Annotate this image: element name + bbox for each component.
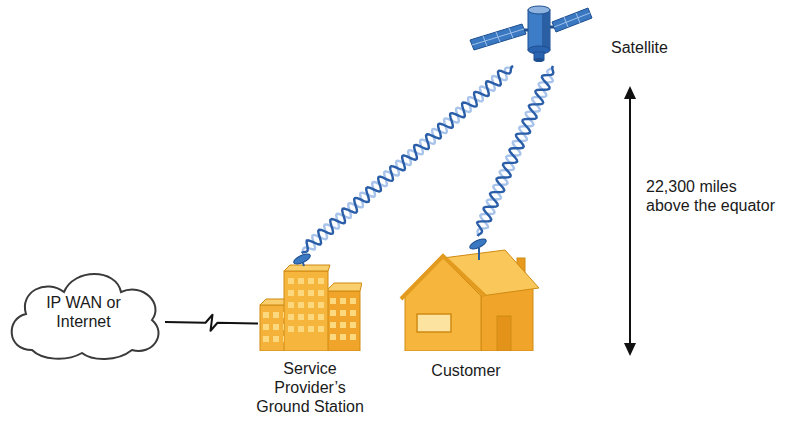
satellite-icon-drawing	[470, 6, 592, 62]
satellite-icon-shape	[468, 2, 593, 66]
connector-stroke	[302, 66, 513, 253]
connector-stroke	[302, 66, 513, 253]
connector-stroke	[477, 66, 553, 236]
distance-label: 22,300 miles above the equator	[646, 177, 782, 215]
ground-station-building-drawing	[260, 252, 362, 351]
radio-link	[477, 66, 553, 236]
radio-link	[302, 66, 513, 253]
node-label: Service Provider’s Ground Station	[253, 359, 367, 417]
distance-arrow	[624, 86, 636, 356]
customer-house-shape	[393, 236, 539, 351]
serial-link	[165, 315, 258, 331]
connector-stroke	[477, 66, 553, 236]
customer-house-drawing	[401, 237, 539, 351]
ground-station-building: Service Provider’s Ground Station	[258, 253, 362, 351]
node-label: Satellite	[611, 38, 668, 57]
node-label: IP WAN or Internet	[38, 293, 130, 331]
node-label: Customer	[431, 361, 500, 380]
connector-stroke	[165, 315, 258, 331]
network-cloud-shape	[2, 262, 165, 362]
ground-station-building-shape	[258, 253, 362, 351]
customer-house: Customer	[393, 236, 539, 351]
network-cloud-drawing	[12, 274, 159, 359]
satellite-icon: Satellite	[468, 2, 593, 66]
network-cloud: IP WAN or Internet	[2, 262, 165, 362]
